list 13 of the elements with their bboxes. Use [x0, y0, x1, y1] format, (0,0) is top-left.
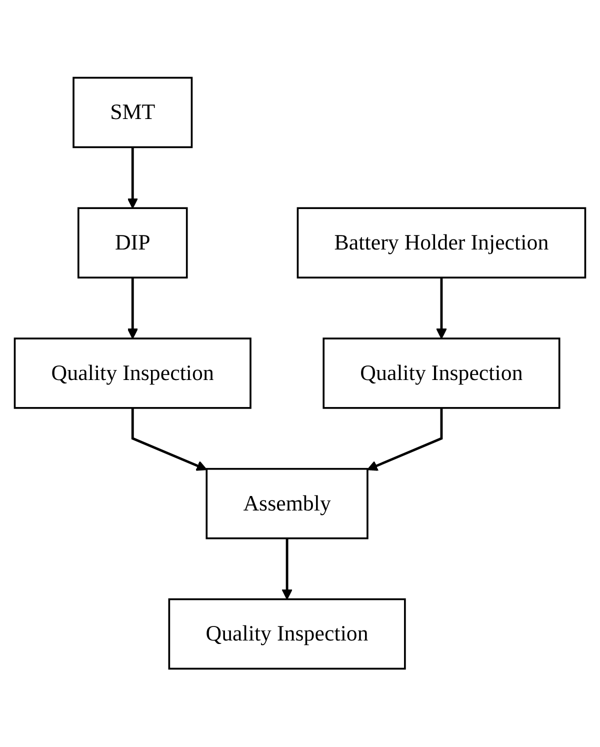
- node-box: DIP: [77, 207, 188, 279]
- arrow: [131, 408, 208, 472]
- arrow: [366, 408, 443, 472]
- node-box: SMT: [72, 77, 193, 148]
- node-box: Quality Inspection: [322, 338, 560, 410]
- node-box: Quality Inspection: [14, 338, 252, 410]
- arrow: [282, 538, 292, 600]
- node-box: Assembly: [206, 468, 368, 540]
- arrow: [127, 147, 138, 209]
- node-box: Quality Inspection: [168, 598, 406, 670]
- arrow: [127, 278, 138, 340]
- node-box: Battery Holder Injection: [296, 207, 586, 279]
- arrow: [436, 278, 447, 340]
